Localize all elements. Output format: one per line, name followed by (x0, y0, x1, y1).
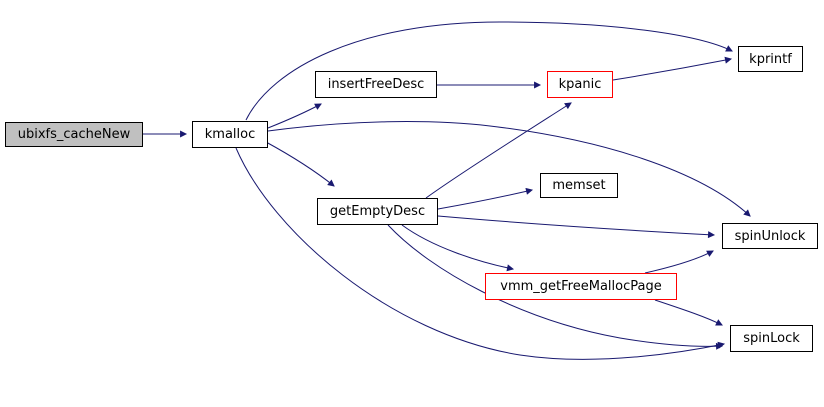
node-kmalloc[interactable]: kmalloc (192, 121, 268, 148)
edge-vmm_getFreeMallocPage-spinLock (654, 299, 723, 326)
node-kpanic[interactable]: kpanic (547, 71, 613, 98)
node-memset[interactable]: memset (540, 173, 618, 198)
edge-getEmptyDesc-spinLock (387, 224, 724, 350)
edge-getEmptyDesc-spinUnlock (437, 215, 716, 239)
node-spinlock[interactable]: spinLock (730, 325, 813, 352)
node-spinunlock[interactable]: spinUnlock (722, 223, 818, 249)
node-kprintf[interactable]: kprintf (738, 46, 803, 72)
edge-kmalloc-getEmptyDesc (265, 141, 335, 187)
edge-kpanic-kprintf (612, 56, 733, 81)
edge-getEmptyDesc-memset (437, 187, 534, 210)
edge-kmalloc-insertFreeDesc (267, 103, 322, 129)
node-ubixfs-cachenew: ubixfs_cacheNew (5, 122, 143, 147)
node-vmm-getfreemallocpage[interactable]: vmm_getFreeMallocPage (485, 273, 677, 300)
edge-getEmptyDesc-vmm_getFreeMallocPage (401, 224, 515, 272)
node-insertfreedesc[interactable]: insertFreeDesc (315, 71, 437, 98)
edge-kmalloc-kprintf (245, 21, 733, 121)
edge-vmm_getFreeMallocPage-spinUnlock (644, 250, 714, 274)
edge-getEmptyDesc-kpanic (425, 102, 572, 199)
edge-kmalloc-spinUnlock (267, 121, 751, 217)
edge-kmalloc-spinLock (235, 147, 726, 360)
node-getemptydesc[interactable]: getEmptyDesc (317, 198, 438, 225)
